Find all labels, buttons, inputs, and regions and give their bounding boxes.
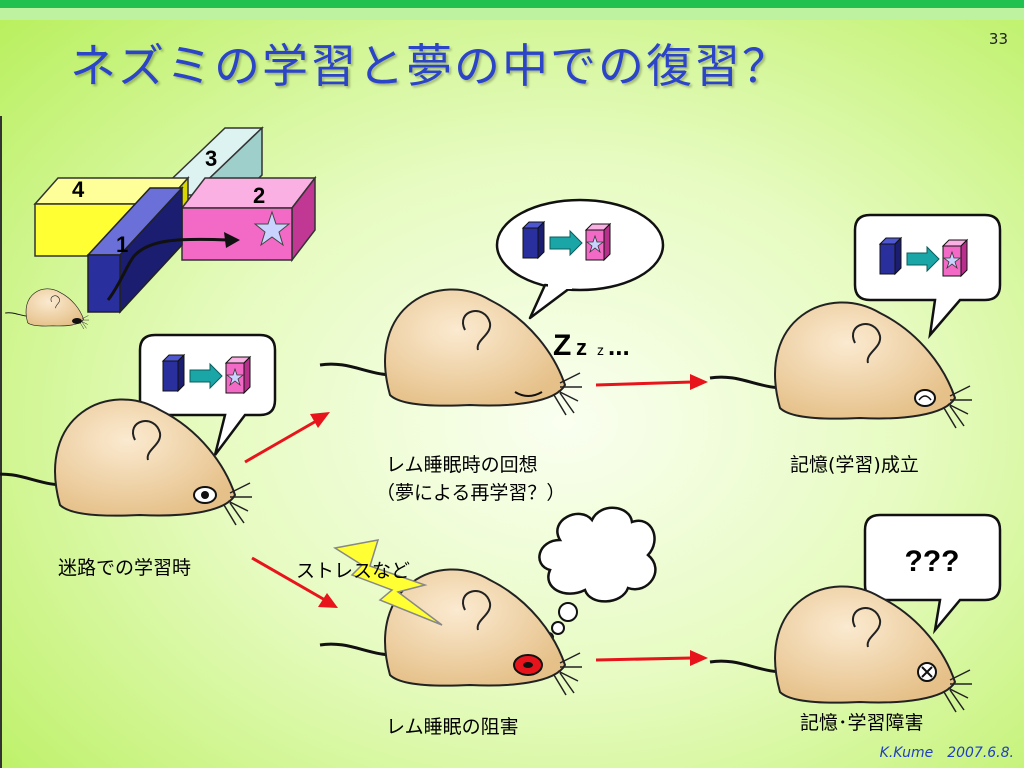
rem-relearn-label: （夢による再学習？） <box>376 482 566 504</box>
svg-text:z: z <box>597 342 604 358</box>
svg-text:Z: Z <box>553 329 571 362</box>
maze-illustration: 1 2 3 4 <box>33 126 317 314</box>
dream-speech-bubble <box>495 198 665 320</box>
lightning-bolt-icon <box>332 539 443 626</box>
happy-eye-icon <box>914 389 936 407</box>
question-marks: ??? <box>905 545 960 578</box>
memory-formed-label: 記憶(学習)成立 <box>790 454 919 476</box>
rem-sleep-mouse-group <box>318 198 665 417</box>
maze-arm-1-label: 1 <box>116 232 128 257</box>
maze-arm-3-label: 3 <box>205 146 217 171</box>
stressed-mouse-illustration <box>318 567 584 697</box>
snore-text: Z z z ... <box>553 329 630 362</box>
rem-disrupted-label: レム睡眠の阻害 <box>386 716 519 738</box>
learning-label: 迷路での学習時 <box>58 557 192 579</box>
learning-mouse-illustration <box>0 397 254 527</box>
rem-disrupted-mouse-group <box>318 506 657 697</box>
svg-text:...: ... <box>608 331 630 361</box>
empty-thought-cloud <box>538 506 657 642</box>
stress-label: ストレスなど <box>296 560 411 582</box>
maze-arm-2-label: 2 <box>253 183 265 208</box>
learning-mouse-group <box>0 333 277 527</box>
author-credit: K.Kume 2007.6.8. <box>879 745 1014 761</box>
maze-arm-4-label: 4 <box>72 177 85 202</box>
memory-impaired-mouse-group: ??? <box>708 513 1002 714</box>
path-arrow-icon <box>106 237 229 301</box>
arrow-rem-to-memory <box>595 380 693 387</box>
rem-recall-label: レム睡眠時の回想 <box>386 454 538 476</box>
page-number: 33 <box>988 30 1008 48</box>
learning-speech-bubble <box>138 333 277 456</box>
memory-formed-mouse-group <box>708 213 1002 430</box>
closed-eye-icon <box>514 391 543 397</box>
red-arrows <box>244 374 708 666</box>
arrow-learning-to-rem <box>244 418 319 464</box>
confused-speech-bubble: ??? <box>863 513 1002 635</box>
memory-speech-bubble <box>853 213 1002 340</box>
maze-arm-2-block <box>180 175 317 263</box>
maze-arm-1-block <box>86 186 184 314</box>
impaired-mouse-illustration <box>708 584 974 714</box>
memory-impaired-label: 記憶･学習障害 <box>800 712 924 734</box>
goal-star-icon <box>253 210 291 247</box>
top-banner <box>0 0 1024 22</box>
arrow-learning-to-disrupted <box>251 556 326 602</box>
slide-title: ネズミの学習と夢の中での復習？ <box>70 39 790 93</box>
left-divider <box>0 116 2 768</box>
arrow-disrupted-to-impaired <box>595 656 693 662</box>
svg-text:z: z <box>576 335 587 360</box>
